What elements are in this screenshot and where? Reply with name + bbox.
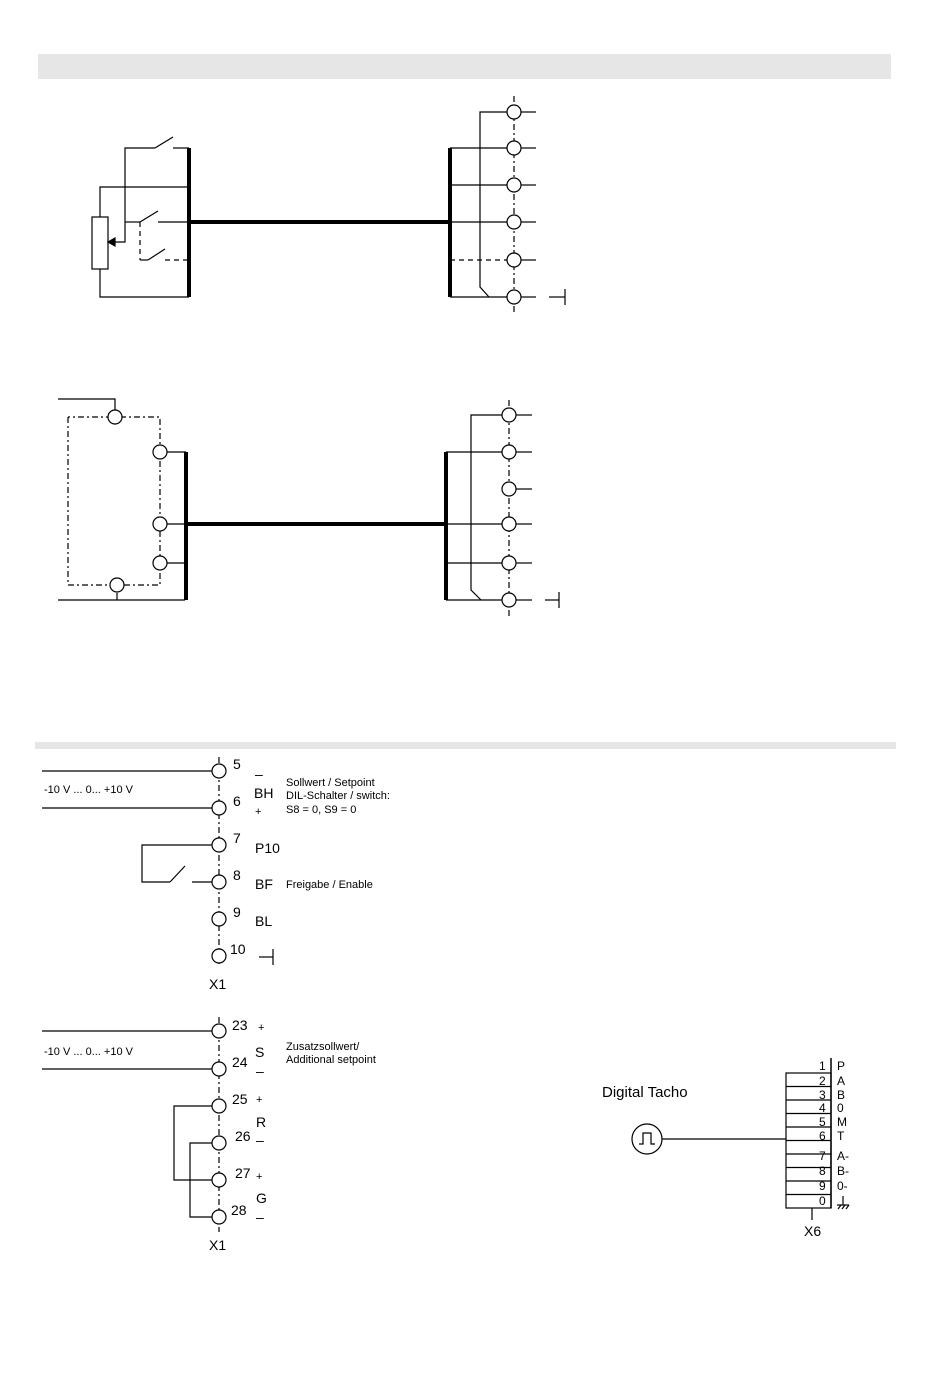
additional-setpoint-line2: Additional setpoint: [286, 1054, 376, 1066]
signal-bh: BH: [254, 785, 273, 801]
x6-pin-signal: B: [837, 1088, 845, 1102]
terminal-number: 24: [232, 1054, 248, 1070]
x6-pin-number: 4: [819, 1101, 826, 1115]
terminal-7: [212, 838, 226, 852]
terminal-9: [212, 912, 226, 926]
connector-label-x1: X1: [209, 1237, 226, 1253]
terminal-number: 23: [232, 1017, 248, 1033]
digital-tacho-symbol: [632, 1124, 662, 1154]
x6-pin-number: 8: [819, 1164, 826, 1178]
signal-p10: P10: [255, 840, 280, 856]
x6-pin-number: 0: [819, 1194, 826, 1208]
signal-plus: +: [256, 1171, 262, 1183]
x6-pin-number: 6: [819, 1129, 826, 1143]
terminal-23: [212, 1024, 226, 1038]
signal-plus: +: [258, 1022, 264, 1034]
enable-label: Freigabe / Enable: [286, 879, 373, 891]
x6-pin-signal: 0: [837, 1101, 844, 1115]
voltage-range-label: -10 V ... 0... +10 V: [44, 1046, 134, 1058]
signal-plus: +: [256, 1094, 262, 1106]
signal-bf: BF: [255, 876, 273, 892]
terminal-number: 8: [233, 867, 241, 883]
x6-pin-signal: B-: [837, 1164, 849, 1178]
x6-pin-signal: A-: [837, 1149, 849, 1163]
terminal-25: [212, 1099, 226, 1113]
setpoint-label-line3: S8 = 0, S9 = 0: [286, 804, 356, 816]
terminal-number: 25: [232, 1091, 248, 1107]
setpoint-label-line2: DIL-Schalter / switch:: [286, 790, 390, 802]
setpoint-label-line1: Sollwert / Setpoint: [286, 777, 375, 789]
terminal-26: [212, 1136, 226, 1150]
diagram-external-connection: [58, 399, 559, 617]
header-bar-middle: [35, 742, 896, 749]
x6-pin-number: 5: [819, 1115, 826, 1129]
additional-setpoint-line1: Zusatzsollwert/: [286, 1041, 360, 1053]
terminal-number: 28: [231, 1202, 247, 1218]
signal-s: S: [255, 1044, 264, 1060]
x6-pin-signal: T: [837, 1129, 845, 1143]
x6-pin-signal: P: [837, 1059, 845, 1073]
signal-minus: –: [256, 1063, 264, 1079]
signal-minus: –: [256, 1132, 264, 1148]
x6-pin-signal: 0-: [837, 1179, 848, 1193]
terminal-24: [212, 1062, 226, 1076]
connector-label-x1: X1: [209, 976, 226, 992]
terminal-number: 27: [235, 1165, 251, 1181]
diagram-potentiometer-circuit: [92, 96, 565, 315]
terminal-28: [212, 1210, 226, 1224]
potentiometer-symbol: [92, 217, 108, 269]
terminal-8: [212, 875, 226, 889]
terminal-number: 9: [233, 904, 241, 920]
terminal-number: 10: [230, 941, 246, 957]
header-bar-top: [38, 54, 891, 79]
x6-pin-number: 1: [819, 1059, 826, 1073]
terminal-27: [212, 1173, 226, 1187]
digital-tacho-label: Digital Tacho: [602, 1084, 688, 1101]
x6-pin-number: 9: [819, 1179, 826, 1193]
signal-g: G: [256, 1190, 267, 1206]
terminal-number: 5: [233, 756, 241, 772]
terminal-6: [212, 801, 226, 815]
signal-r: R: [256, 1114, 266, 1130]
x6-pin-number: 2: [819, 1074, 826, 1088]
terminal-10: [212, 949, 226, 963]
signal-minus: –: [255, 766, 263, 782]
voltage-range-label: -10 V ... 0... +10 V: [44, 784, 134, 796]
terminal-5: [212, 764, 226, 778]
signal-bl: BL: [255, 913, 272, 929]
x6-pin-signal: A: [837, 1074, 845, 1088]
signal-plus: +: [255, 806, 261, 818]
x6-tacho-block: [632, 1058, 849, 1220]
signal-minus: –: [256, 1209, 264, 1225]
x6-pin-signal: M: [837, 1115, 847, 1129]
terminal-number: 7: [233, 830, 241, 846]
connector-label-x6: X6: [804, 1223, 821, 1239]
terminal-number: 26: [235, 1128, 251, 1144]
terminal-number: 6: [233, 793, 241, 809]
x6-pin-number: 7: [819, 1149, 826, 1163]
x6-pin-number: 3: [819, 1088, 826, 1102]
